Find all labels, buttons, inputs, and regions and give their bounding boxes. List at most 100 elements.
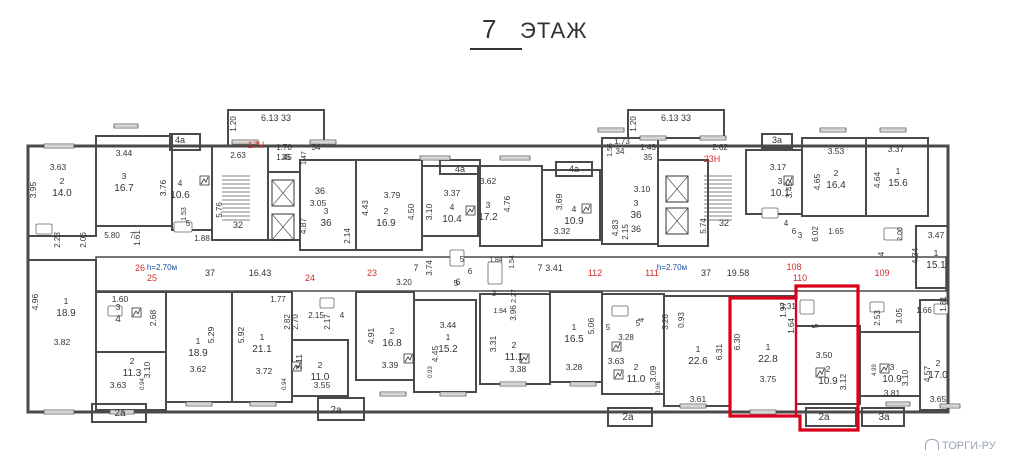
plan-label: 0.94 xyxy=(282,378,288,390)
room-dimension: 6.31 xyxy=(714,343,724,360)
plan-label: 3 xyxy=(798,231,803,240)
room-dimension: 4.96 xyxy=(30,293,40,310)
room-number: 1 xyxy=(196,336,201,346)
room-area: 17.0 xyxy=(928,370,948,381)
plan-label: 4 xyxy=(784,219,789,228)
plan-label: 2а xyxy=(622,412,634,423)
room-dimension: 4.34 xyxy=(910,247,920,264)
room-dimension: 3.55 xyxy=(314,380,331,390)
plan-label: 32 xyxy=(719,218,729,228)
plan-label: 5 xyxy=(636,319,641,328)
room-dimension: 3.31 xyxy=(488,335,498,352)
plan-label: 3.74 xyxy=(425,260,434,276)
room-number: 2 xyxy=(936,358,941,368)
room-dimension: 4.87 xyxy=(298,217,308,234)
room-number: 2 xyxy=(390,326,395,336)
room-dimension: 3.81 xyxy=(884,388,901,398)
room-area: 11.0 xyxy=(627,374,646,385)
room-dimension: 3.10 xyxy=(900,369,910,386)
room-dimension: 3.12 xyxy=(838,373,848,390)
room-dimension: 1.60 xyxy=(112,294,129,304)
plan-label: 5 xyxy=(454,279,459,288)
plan-label: 2а xyxy=(330,405,342,416)
room-dimension: 3.09 xyxy=(648,365,658,382)
room-dimension: 3.10 xyxy=(142,361,152,378)
plan-label: 3.28 xyxy=(661,314,670,330)
plan-label: 1.47 xyxy=(301,151,308,165)
plan-label: 4 xyxy=(637,317,646,322)
room-dimension: 3.37 xyxy=(444,188,461,198)
room-number: 2 xyxy=(384,206,389,216)
bath-fixture-7 xyxy=(761,207,779,219)
room-area: 36 xyxy=(320,218,332,229)
room-area: 36 xyxy=(630,210,642,221)
plan-label: 4.43 xyxy=(361,200,370,216)
meter-icon xyxy=(291,361,302,372)
bath-fixture-6 xyxy=(611,305,629,317)
plan-label: 5.76 xyxy=(215,202,224,218)
plan-label: 1.97 xyxy=(779,302,788,318)
plan-label: 2.27 xyxy=(511,289,518,303)
plan-label: 111 xyxy=(645,268,659,278)
plan-label: 3.41 xyxy=(545,263,563,273)
balcony-4a-1 xyxy=(169,133,201,151)
meter-icon xyxy=(131,307,142,318)
room-dimension: 4.91 xyxy=(366,327,376,344)
room-area: 10.1 xyxy=(770,188,790,199)
meter-icon-mark xyxy=(612,342,621,351)
plan-label: 112 xyxy=(588,268,602,278)
room-dimension: 3.32 xyxy=(554,226,571,236)
room-area: 15.6 xyxy=(888,178,908,189)
room-dimension: 3.63 xyxy=(110,380,127,390)
plan-label: 2.17 xyxy=(323,314,332,330)
meter-icon-mark xyxy=(784,176,793,185)
bath-fixture-0 xyxy=(35,223,53,235)
plan-label: 1.66 xyxy=(916,306,932,315)
plan-label: 1.45 xyxy=(276,153,292,162)
plan-label: 5.80 xyxy=(104,231,120,240)
room-area: 11.3 xyxy=(123,368,142,379)
plan-label: 1.84 xyxy=(489,257,503,264)
plan-label: 3.31 xyxy=(780,302,796,311)
room-number: 2 xyxy=(512,340,517,350)
room-dimension: 3.75 xyxy=(760,374,777,384)
meter-icon xyxy=(581,203,592,214)
room-number: 2 xyxy=(130,356,135,366)
plan-label: 0.94 xyxy=(140,378,146,390)
room-dimension: 3.39 xyxy=(382,360,399,370)
plan-label: 2.62 xyxy=(712,143,728,152)
plan-label: 4а xyxy=(175,135,185,145)
room-dimension: 3.62 xyxy=(190,364,207,374)
floor-number-underline xyxy=(470,48,522,50)
room-number: 3 xyxy=(890,362,895,372)
room-dimension: 4.64 xyxy=(872,171,882,188)
plan-label: 1.56 xyxy=(607,143,614,157)
plan-label: 108 xyxy=(786,262,801,272)
elevator-cross xyxy=(271,179,295,207)
plan-label: 37 xyxy=(701,268,711,278)
room-a4-outline xyxy=(27,259,97,413)
room-area: 15.1 xyxy=(926,260,946,271)
room-a3-outline xyxy=(171,145,213,231)
room-dimension: 3.45 xyxy=(784,181,794,198)
room-dimension: 3.69 xyxy=(554,193,564,210)
room-area: 16.4 xyxy=(826,180,846,191)
room-area: 22.6 xyxy=(688,356,708,367)
room-dimension: 3.62 xyxy=(480,176,497,186)
plan-label: 32 xyxy=(233,220,243,230)
room-number: 1 xyxy=(696,344,701,354)
room-number: 3 xyxy=(122,171,127,181)
plan-label: 5.74 xyxy=(699,218,708,234)
room-dimension: 4.50 xyxy=(406,203,416,220)
room-e1b-outline xyxy=(657,159,709,247)
plan-details xyxy=(35,123,961,415)
plan-label: 109 xyxy=(874,268,889,278)
plan-label: 17Н xyxy=(248,140,265,150)
meter-icon-mark xyxy=(404,354,413,363)
elevator-3 xyxy=(665,207,689,235)
plan-label: 2.82 xyxy=(283,314,292,330)
plan-label: 2.15 xyxy=(621,224,630,240)
balcony-2a-4 xyxy=(805,407,857,427)
room-dimension: 3.05 xyxy=(310,198,327,208)
room-dimension: 4.57 xyxy=(922,365,932,382)
